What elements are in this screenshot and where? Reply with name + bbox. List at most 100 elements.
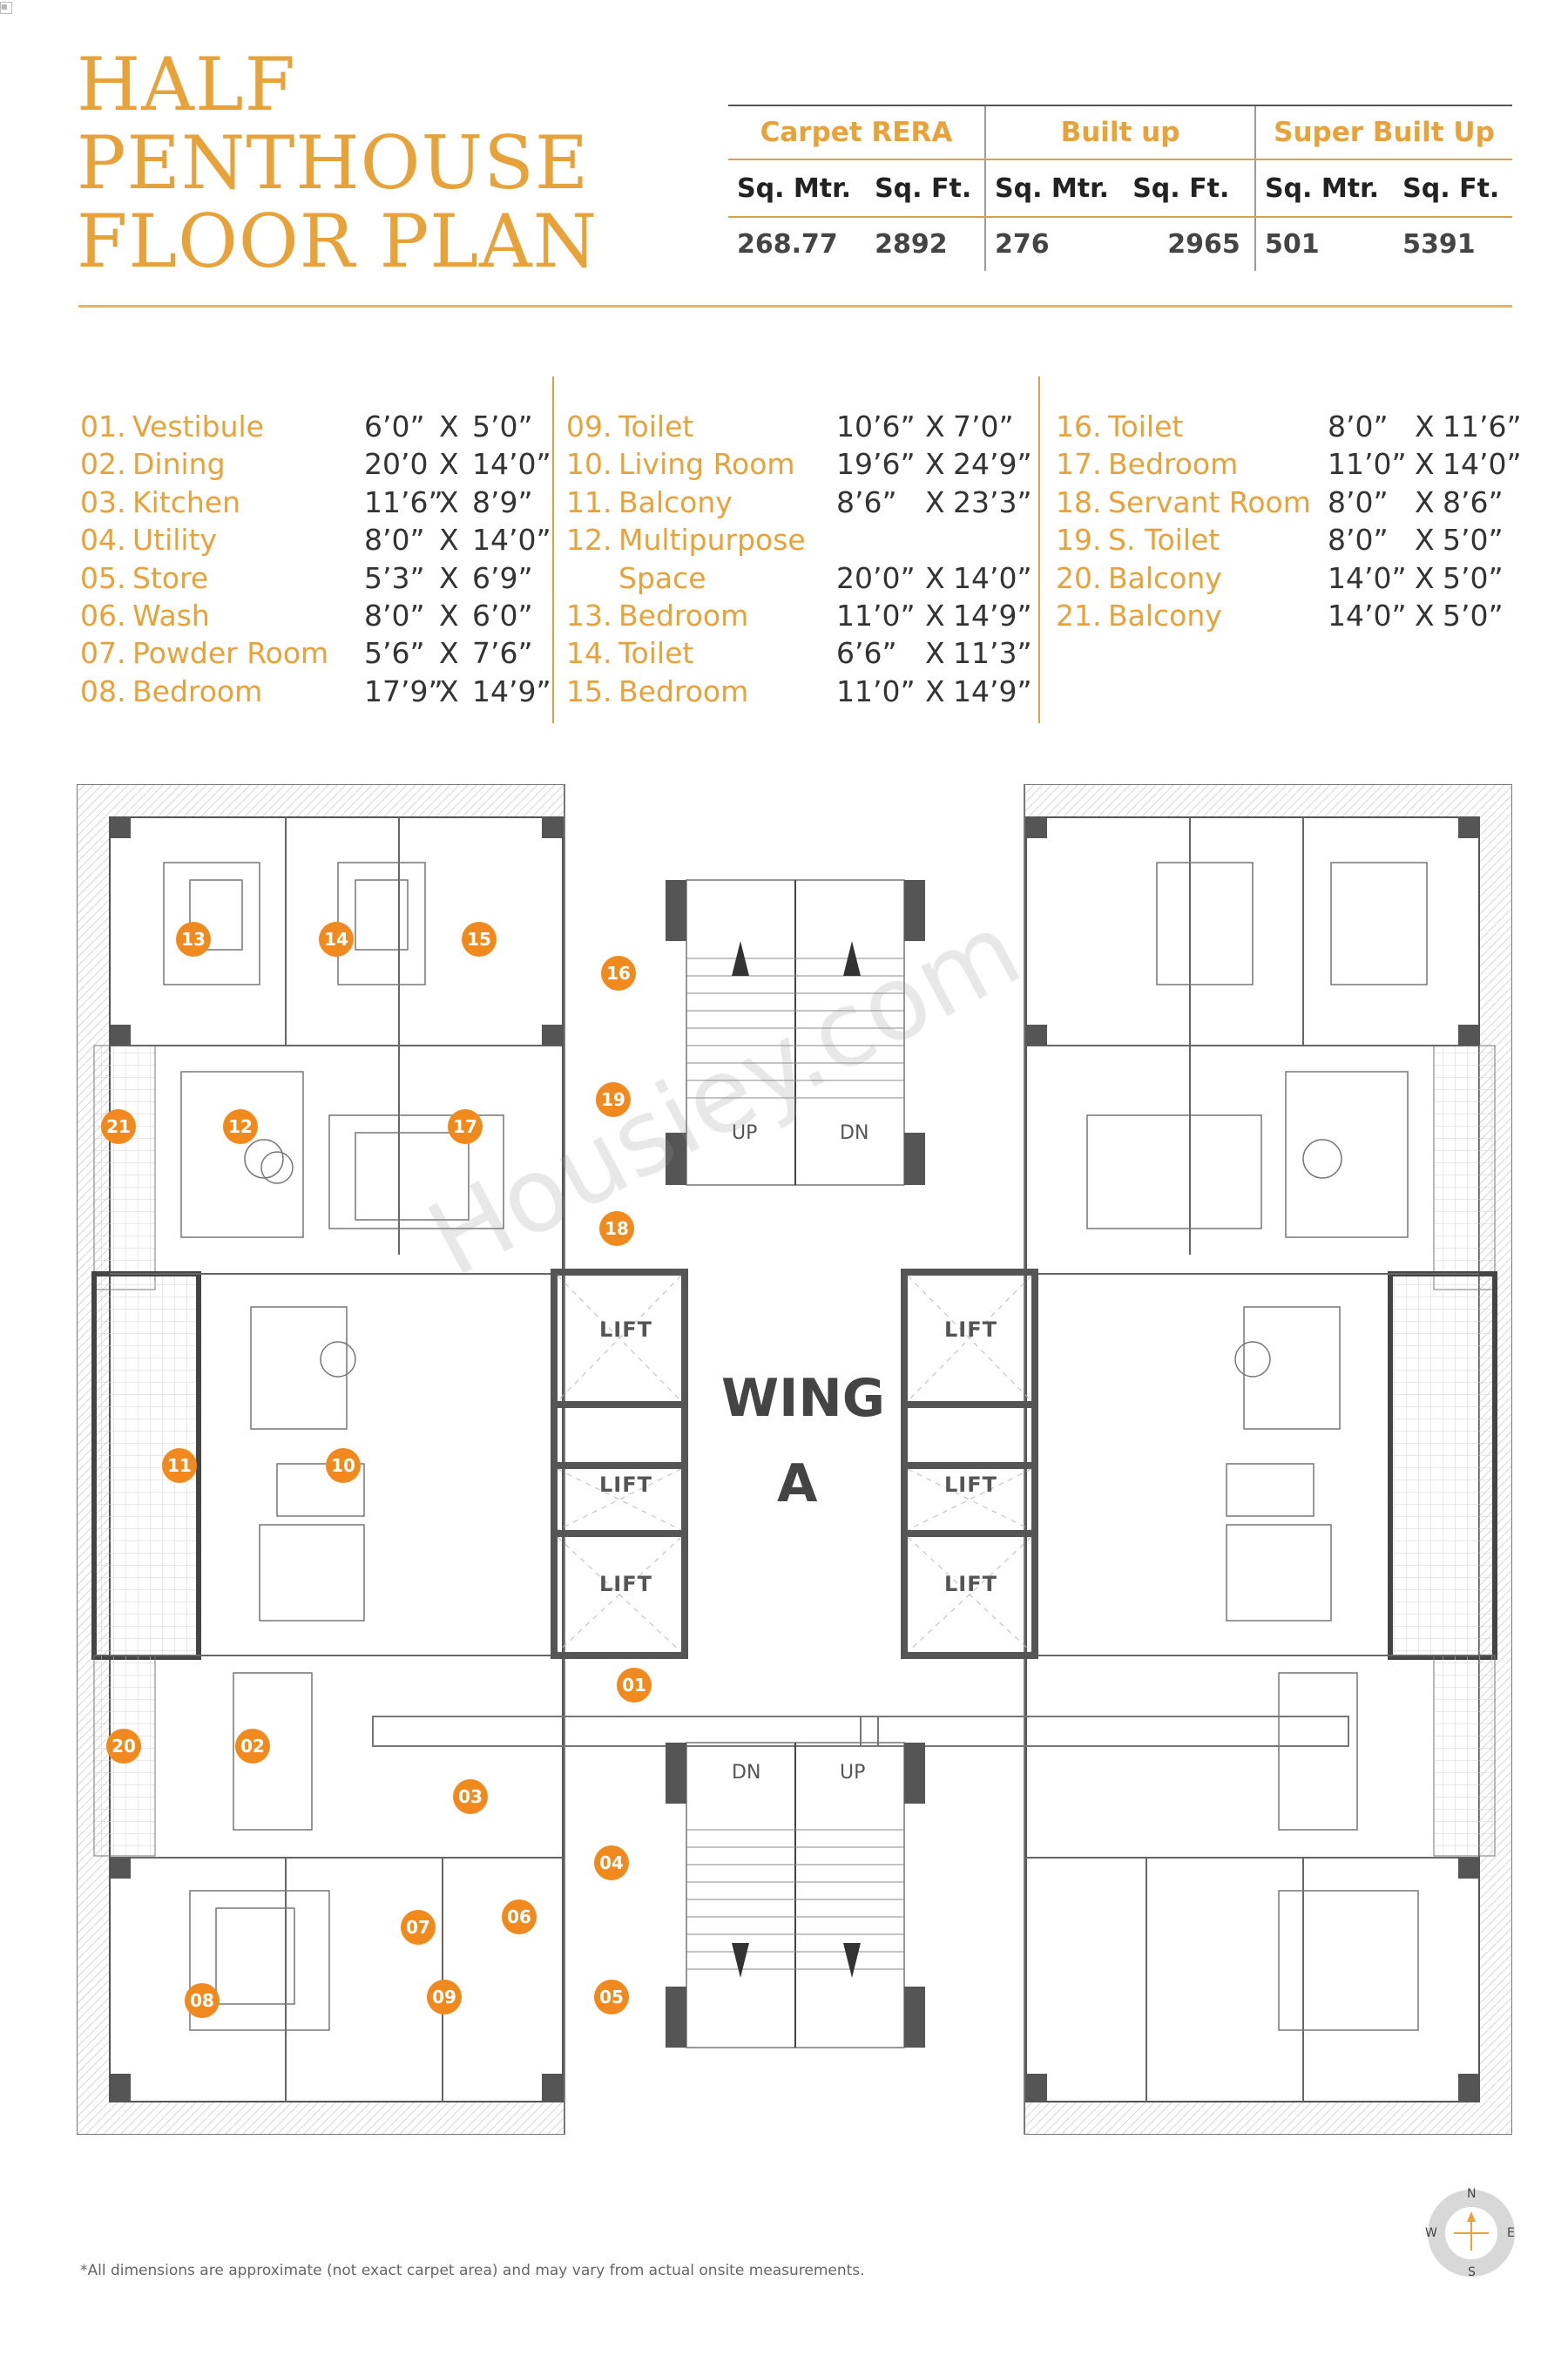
room-name: Bedroom bbox=[1108, 447, 1239, 482]
compass-w: W bbox=[1425, 2226, 1437, 2240]
room-length: 14’0” bbox=[1443, 447, 1522, 482]
room-times: X bbox=[439, 410, 459, 443]
room-times: X bbox=[925, 484, 945, 519]
room-name: Living Room bbox=[618, 447, 795, 482]
room-number: 01. bbox=[80, 410, 126, 443]
room-length: 7’6” bbox=[472, 636, 533, 671]
room-times: X bbox=[1415, 484, 1435, 519]
room-name: Vestibule bbox=[132, 410, 264, 443]
room-width: 8’0” bbox=[364, 523, 425, 558]
room-width: 10’6” bbox=[836, 410, 916, 443]
room-marker-03: 03 bbox=[453, 1779, 488, 1814]
room-times: X bbox=[439, 636, 459, 671]
column-divider bbox=[1038, 376, 1040, 723]
unit-label: Sq. Ft. bbox=[866, 159, 985, 218]
compass-s: S bbox=[1468, 2265, 1476, 2279]
room-width: 11’6” bbox=[364, 484, 443, 519]
room-marker-05: 05 bbox=[594, 1980, 629, 2014]
area-value: 5391 bbox=[1402, 229, 1476, 260]
room-marker-18: 18 bbox=[599, 1211, 634, 1246]
compass-n: N bbox=[1467, 2187, 1477, 2201]
room-number: 20. bbox=[1056, 560, 1102, 595]
room-width: 8’0” bbox=[1328, 484, 1389, 519]
room-width: 11’0” bbox=[836, 598, 916, 633]
stair-dn-label: DN bbox=[732, 1762, 761, 1784]
room-length: 5’0” bbox=[472, 410, 533, 443]
lift-label: LIFT bbox=[599, 1317, 652, 1342]
room-name: Dining bbox=[132, 447, 226, 482]
room-name: Balcony bbox=[1108, 598, 1222, 633]
room-width: 8’0” bbox=[1328, 410, 1389, 443]
room-width: 14’0” bbox=[1328, 598, 1407, 633]
room-marker-08: 08 bbox=[185, 1983, 220, 2018]
room-times: X bbox=[925, 560, 945, 595]
stair-up-label: UP bbox=[732, 1122, 758, 1144]
room-width: 5’6” bbox=[364, 636, 425, 671]
room-times: X bbox=[439, 598, 459, 633]
room-name: Bedroom bbox=[618, 598, 749, 633]
room-marker-16: 16 bbox=[601, 956, 636, 991]
floor-plan: LIFT LIFT LIFT LIFT LIFT LIFT WING A UP … bbox=[76, 783, 1513, 2136]
room-length: 5’0” bbox=[1443, 523, 1504, 558]
room-number: 05. bbox=[80, 560, 126, 595]
area-value: 2892 bbox=[875, 229, 948, 260]
unit-label: Sq. Mtr. bbox=[728, 159, 867, 218]
title-line-2: PENTHOUSE bbox=[77, 120, 590, 206]
room-length: 24’9” bbox=[953, 447, 1032, 482]
corner-icon: ▦ bbox=[0, 2, 12, 14]
room-times: X bbox=[1415, 598, 1435, 633]
room-number: 12. bbox=[566, 523, 612, 558]
room-row: 12.Multipurpose bbox=[566, 523, 1028, 560]
room-times: X bbox=[439, 447, 459, 482]
room-marker-11: 11 bbox=[162, 1448, 197, 1483]
room-width: 6’6” bbox=[836, 636, 897, 671]
room-marker-13: 13 bbox=[176, 922, 211, 957]
unit-label: Sq. Ft. bbox=[1124, 159, 1255, 218]
lift-label: LIFT bbox=[599, 1572, 652, 1596]
room-marker-02: 02 bbox=[235, 1729, 270, 1764]
room-length: 23’3” bbox=[953, 484, 1032, 519]
room-length: 6’9” bbox=[472, 560, 533, 595]
lift-label: LIFT bbox=[944, 1473, 997, 1497]
room-width: 11’0” bbox=[1328, 447, 1407, 482]
compass-rose bbox=[1428, 2190, 1515, 2277]
room-name: Balcony bbox=[1108, 560, 1222, 595]
column-divider bbox=[552, 376, 554, 723]
room-width: 11’0” bbox=[836, 674, 916, 708]
room-length: 14’0” bbox=[953, 560, 1032, 595]
room-number: 09. bbox=[566, 410, 612, 443]
room-marker-12: 12 bbox=[223, 1109, 258, 1144]
page-title: HALF PENTHOUSE FLOOR PLAN bbox=[77, 45, 598, 281]
room-length: 7’0” bbox=[953, 410, 1014, 443]
room-number: 06. bbox=[80, 598, 126, 633]
room-width: 5’3” bbox=[364, 560, 425, 595]
lift-label: LIFT bbox=[944, 1317, 997, 1342]
room-name: Multipurpose bbox=[618, 523, 806, 558]
lift-label: LIFT bbox=[599, 1473, 652, 1497]
room-marker-06: 06 bbox=[502, 1899, 537, 1934]
room-times: X bbox=[439, 523, 459, 558]
room-number: 04. bbox=[80, 523, 126, 558]
room-times: X bbox=[925, 636, 945, 671]
room-number: 13. bbox=[566, 598, 612, 633]
room-length: 14’0” bbox=[472, 523, 551, 558]
room-width: 19’6” bbox=[836, 447, 916, 482]
room-name: Space bbox=[618, 560, 706, 595]
wing-letter: A bbox=[777, 1453, 818, 1514]
area-value: 2965 bbox=[1167, 229, 1240, 260]
area-value: 276 bbox=[983, 217, 1125, 271]
room-number: 21. bbox=[1056, 598, 1102, 633]
room-width: 8’0” bbox=[364, 598, 425, 633]
room-number: 15. bbox=[566, 674, 612, 708]
room-marker-20: 20 bbox=[106, 1729, 141, 1764]
